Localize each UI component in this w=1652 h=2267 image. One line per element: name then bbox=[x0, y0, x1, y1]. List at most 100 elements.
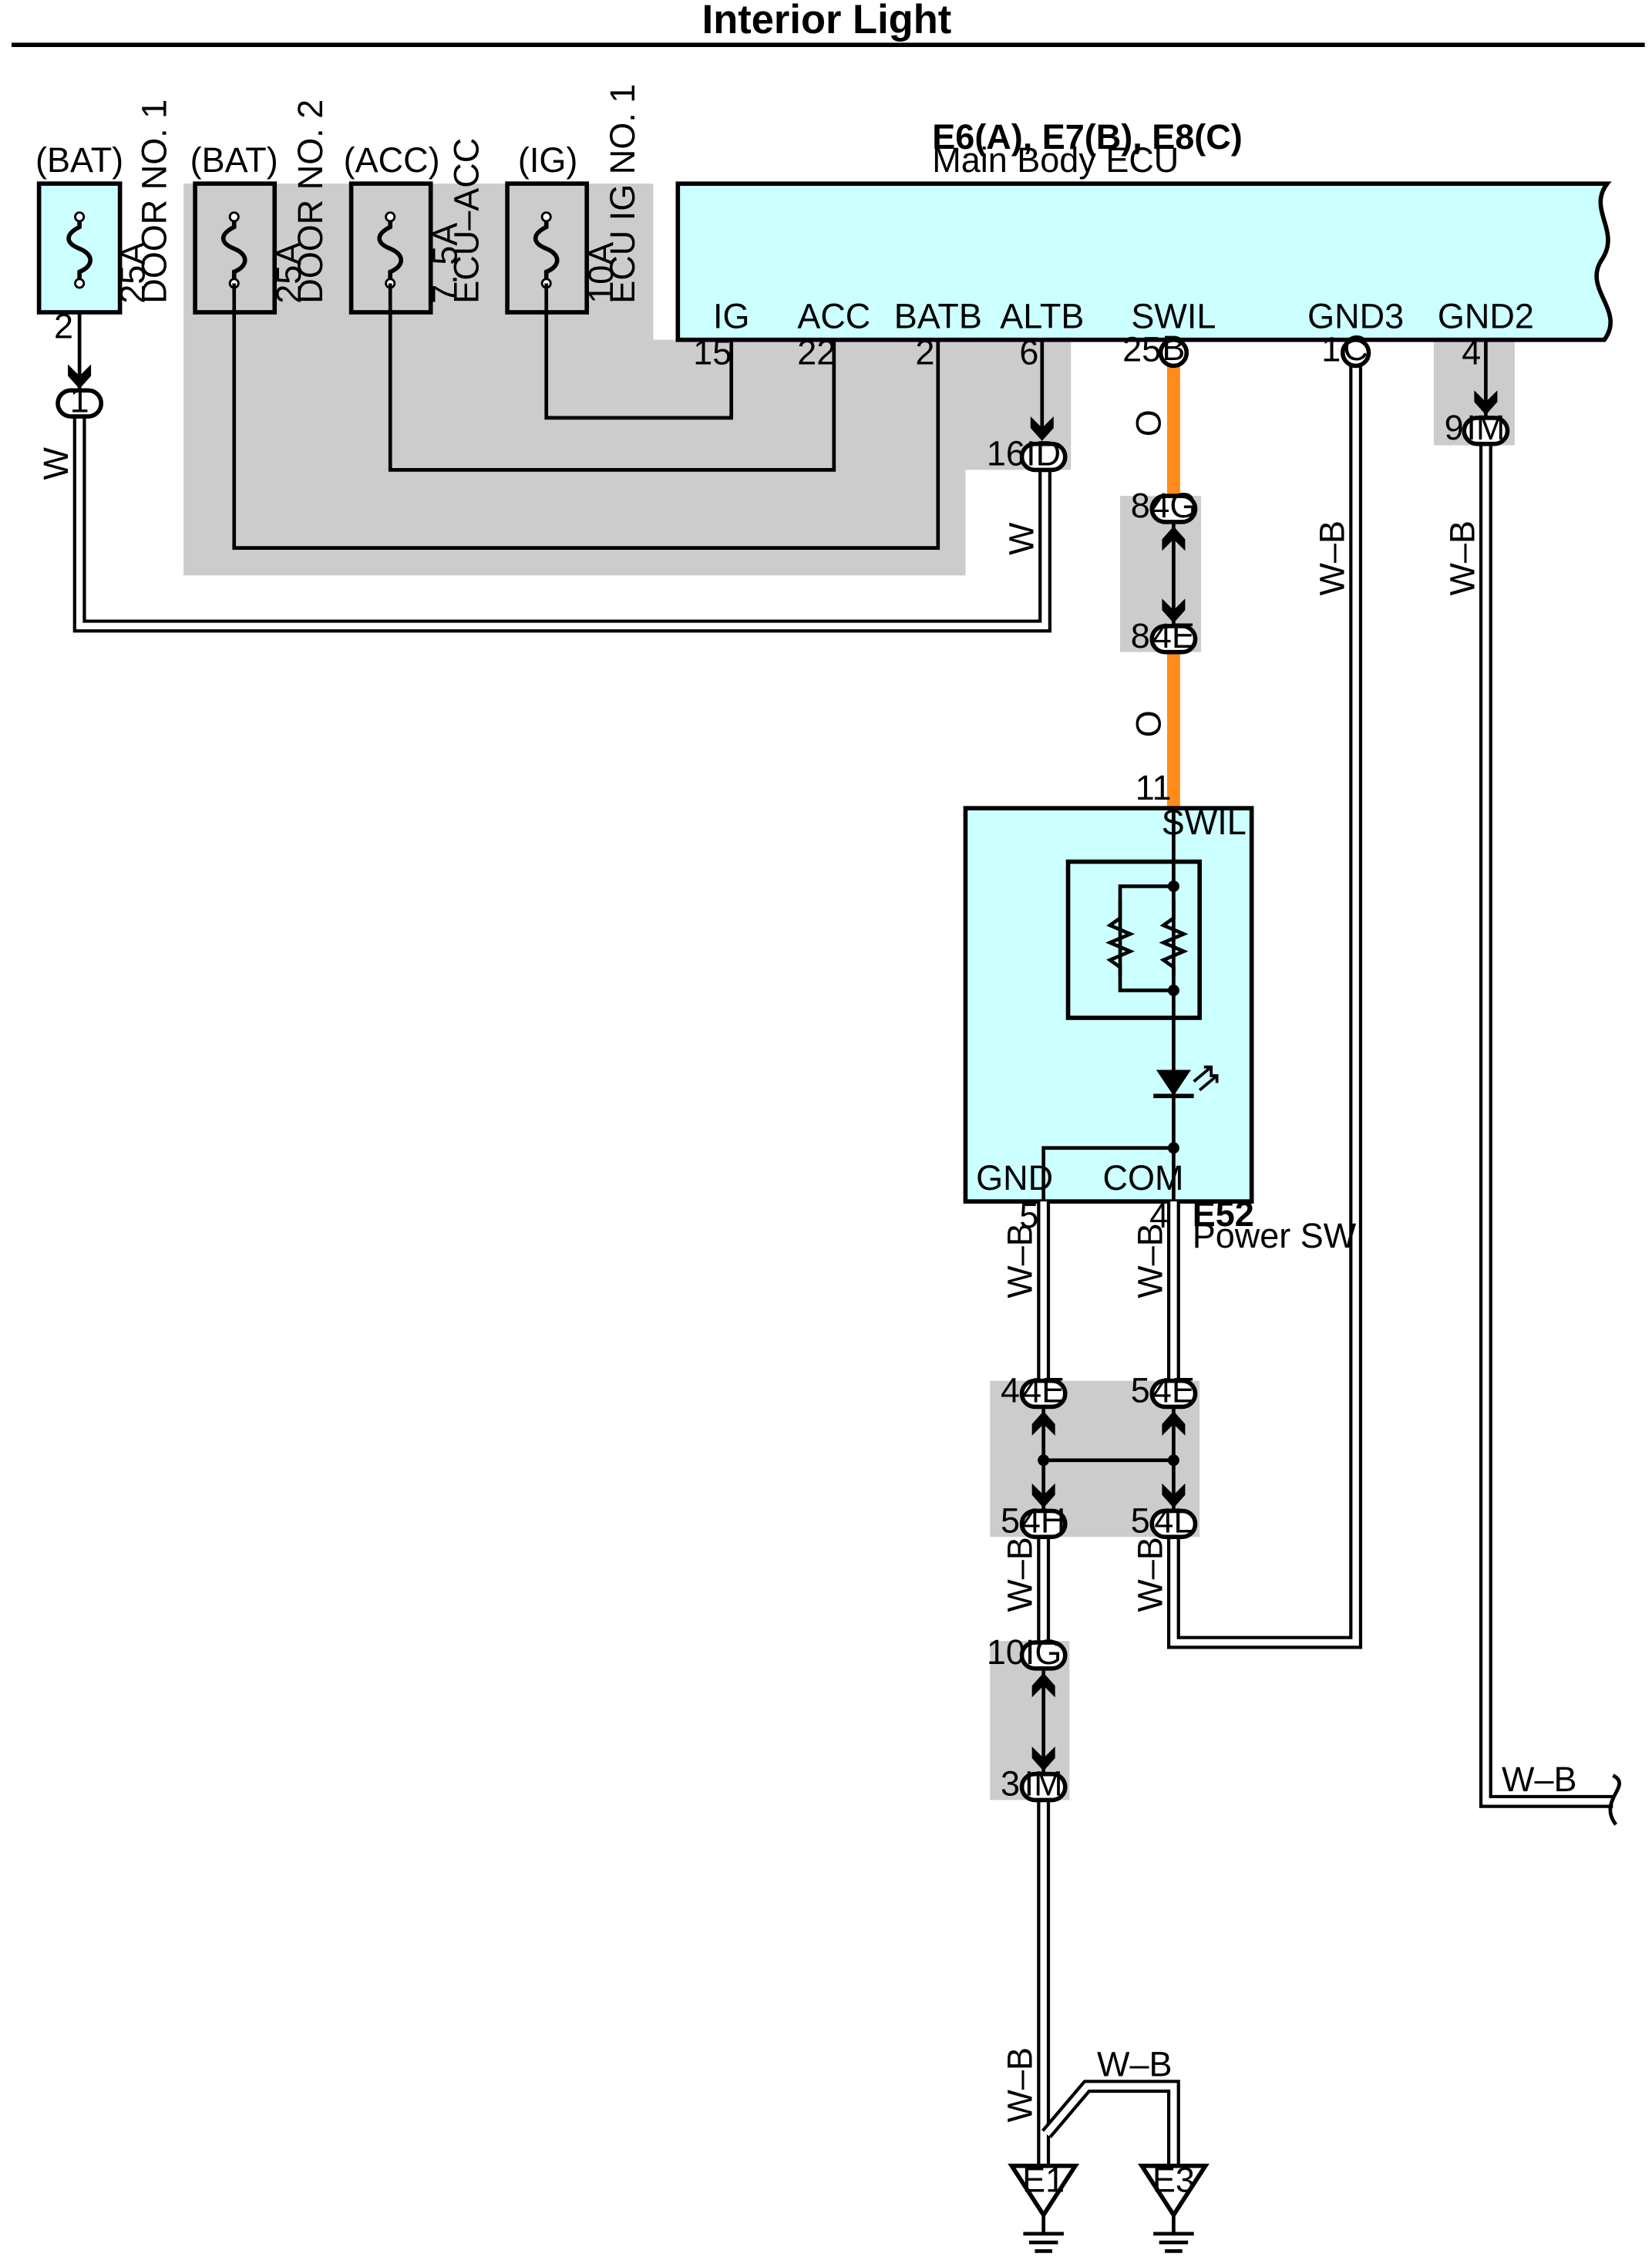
main-body-ecu: E6(A), E7(B), E8(C) Main Body ECU IG ACC… bbox=[675, 117, 1613, 372]
power-switch-e52: SWIL GND COM E52 Power SW 5 4 bbox=[963, 803, 1357, 1255]
junction-4e-left: 4E 4 bbox=[1001, 1371, 1068, 1436]
fuse-ecu-wiring bbox=[232, 283, 1045, 550]
junction-pin: 8 bbox=[1131, 616, 1150, 655]
ecu-pin: 22 bbox=[797, 332, 836, 372]
wire-color: W–B bbox=[1130, 1223, 1169, 1298]
junction-code: IM bbox=[1466, 408, 1505, 447]
junction-pin: 9 bbox=[1445, 408, 1464, 447]
junction-4g: 4G 8 bbox=[1131, 486, 1198, 551]
junction-pin: 5 bbox=[1001, 1501, 1020, 1540]
ground-label: E3 bbox=[1152, 2160, 1195, 2199]
fuse-name: DOOR NO. 1 bbox=[135, 99, 174, 304]
wire-color: W–B bbox=[1097, 2044, 1172, 2083]
connector-code: C bbox=[1343, 328, 1368, 368]
junction-1: 1 bbox=[56, 364, 104, 419]
fuse-source: (ACC) bbox=[344, 140, 440, 180]
junction-code: 4G bbox=[1150, 486, 1196, 525]
junction-code: ID bbox=[1026, 434, 1061, 473]
junction-code: IG bbox=[1025, 1632, 1062, 1672]
connector-code: B bbox=[1162, 328, 1185, 368]
junction-im-top: IM 9 bbox=[1445, 390, 1510, 447]
fuse-rating: 10A bbox=[581, 242, 621, 304]
ecu-name: Main Body ECU bbox=[932, 140, 1179, 180]
fuse-door-no1: (BAT) 25A DOOR NO. 1 2 bbox=[35, 99, 174, 346]
w-wire: W W bbox=[36, 312, 1051, 633]
fuse-door-no2: (BAT) 25A DOOR NO. 2 bbox=[190, 99, 330, 315]
wire-color: W–B bbox=[1313, 520, 1352, 595]
switch-pin: 5 bbox=[1019, 1196, 1038, 1235]
wire-color: W–B bbox=[1001, 1223, 1040, 1298]
gnd2-wire: W–B W–B bbox=[1442, 339, 1621, 1826]
junction-pin: 8 bbox=[1131, 486, 1150, 525]
ground-e3: E3 bbox=[1137, 2160, 1210, 2253]
junction-pin: 10 bbox=[987, 1632, 1025, 1672]
junction-id: ID 16 bbox=[987, 416, 1068, 473]
ecu-connectors: E6(A), E7(B), E8(C) bbox=[932, 117, 1242, 157]
switch-pin: 4 bbox=[1149, 1196, 1169, 1235]
ecu-connector-b: B bbox=[1158, 328, 1189, 369]
junction-pin: 5 bbox=[1131, 1371, 1150, 1410]
junction-4l: 4L 5 bbox=[1131, 1483, 1198, 1541]
junction-pin: 5 bbox=[1131, 1501, 1150, 1540]
ground-wires: W–B W–B W–B W–B W–B W–B bbox=[1001, 1201, 1180, 2166]
fuse-source: (BAT) bbox=[35, 140, 123, 180]
fuse-source: (BAT) bbox=[190, 140, 278, 180]
junction-pin: 3 bbox=[1001, 1764, 1020, 1804]
ecu-pin: 4 bbox=[1462, 332, 1481, 372]
ecu-pin: 2 bbox=[915, 332, 934, 372]
fuse-ecu-ig-no1: (IG) 10A ECU IG NO. 1 bbox=[505, 84, 642, 315]
fuse-name: DOOR NO. 2 bbox=[291, 99, 330, 304]
junction-ig: IG 10 bbox=[987, 1632, 1068, 1698]
ecu-connector-c bbox=[1340, 337, 1371, 369]
swil-orange-wire: O O 11 bbox=[1129, 365, 1180, 809]
fuse-name: ECU IG NO. 1 bbox=[603, 84, 642, 304]
shaded-areas bbox=[183, 184, 1515, 1800]
fuse-source: (IG) bbox=[518, 140, 577, 180]
wire-color: W–B bbox=[1001, 1537, 1040, 1612]
junction-pin: 4 bbox=[1001, 1371, 1020, 1410]
fuse-rating: 7. 5A bbox=[425, 223, 464, 304]
ecu-terminal-label: ALTB bbox=[1000, 297, 1084, 336]
junction-im-bottom: IM 3 bbox=[1001, 1747, 1068, 1804]
gnd3-wire: C W–B bbox=[1166, 328, 1371, 1649]
ecu-terminal-label: SWIL bbox=[1131, 297, 1216, 336]
switch-name: Power SW bbox=[1193, 1216, 1357, 1255]
junction-code: IM bbox=[1025, 1764, 1063, 1804]
ecu-terminal-label: GND2 bbox=[1438, 297, 1534, 336]
ecu-pin: 15 bbox=[693, 332, 732, 372]
ground-label: E1 bbox=[1022, 2160, 1065, 2199]
ecu-pin: 6 bbox=[1019, 332, 1038, 372]
junction-4e-top: 4E 8 bbox=[1131, 598, 1198, 655]
diagram-title: Interior Light bbox=[702, 0, 952, 42]
led-icon bbox=[1153, 1065, 1219, 1099]
junction-code: 4E bbox=[1152, 616, 1195, 655]
fuse-pin: 2 bbox=[54, 307, 73, 346]
junction-code: 4H bbox=[1021, 1501, 1066, 1540]
ecu-terminal-label: GND3 bbox=[1307, 297, 1404, 336]
ecu-pin: 25 bbox=[1122, 330, 1161, 369]
wire-color: W bbox=[1002, 522, 1041, 555]
fuse-ecu-acc: (ACC) 7. 5A ECU–ACC bbox=[344, 138, 486, 315]
fuse-name: ECU–ACC bbox=[447, 138, 486, 304]
wire-color: W–B bbox=[1130, 1537, 1169, 1612]
ecu-terminal-label: BATB bbox=[894, 297, 982, 336]
junction-4e-right: 4E 5 bbox=[1131, 1371, 1198, 1436]
wire-color: W–B bbox=[1502, 1760, 1576, 1799]
junction-pin: 16 bbox=[987, 434, 1025, 473]
junction-code: 1 bbox=[70, 380, 89, 419]
junction-code: 4E bbox=[1152, 1371, 1195, 1410]
wire-color: W bbox=[36, 446, 76, 480]
ecu-terminal-label: IG bbox=[713, 297, 749, 336]
junction-4h: 4H 5 bbox=[1001, 1483, 1068, 1541]
wire-color: W–B bbox=[1001, 2047, 1040, 2122]
junction-code: 4L bbox=[1154, 1501, 1193, 1540]
switch-terminal-com: COM bbox=[1103, 1158, 1184, 1198]
ground-e1: E1 bbox=[1008, 2160, 1080, 2253]
junction-code: 4E bbox=[1022, 1371, 1065, 1410]
ecu-terminal-label: ACC bbox=[797, 297, 870, 336]
fuse-rating: 25A bbox=[269, 242, 308, 304]
switch-pin: 11 bbox=[1136, 768, 1172, 807]
switch-terminal-gnd: GND bbox=[976, 1158, 1053, 1198]
fuse-rating: 25A bbox=[113, 242, 152, 304]
